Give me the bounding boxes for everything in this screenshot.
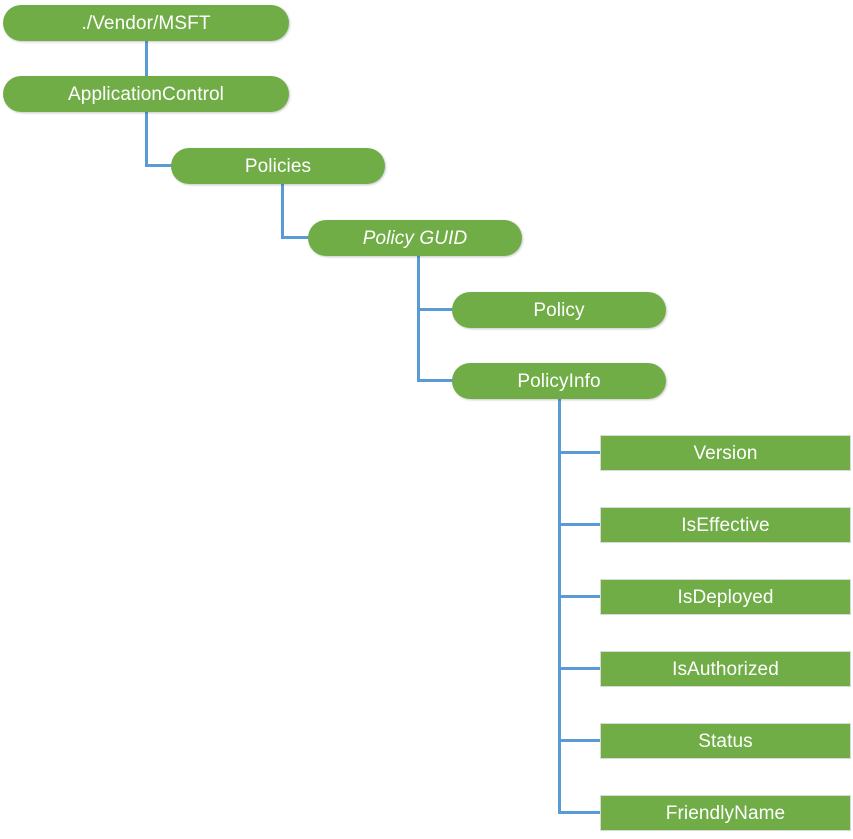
connector-policyinfo-down bbox=[558, 399, 561, 814]
connector-policyinfo-to-isdeployed bbox=[558, 595, 602, 598]
connector-policies-to-policyguid bbox=[281, 236, 310, 239]
connector-policyinfo-to-iseffective bbox=[558, 523, 602, 526]
node-policyinfo[interactable]: PolicyInfo bbox=[452, 363, 666, 399]
connector-policyguid-down bbox=[417, 256, 420, 382]
node-isdeployed[interactable]: IsDeployed bbox=[600, 579, 851, 615]
connector-policyinfo-to-isauthorized bbox=[558, 667, 602, 670]
connector-appcontrol-down bbox=[145, 112, 148, 166]
node-iseffective[interactable]: IsEffective bbox=[600, 507, 851, 543]
connector-appcontrol-to-policies bbox=[145, 164, 173, 167]
node-policy[interactable]: Policy bbox=[452, 292, 666, 328]
node-policies[interactable]: Policies bbox=[171, 148, 385, 184]
node-version[interactable]: Version bbox=[600, 435, 851, 471]
connector-policyinfo-to-status bbox=[558, 739, 602, 742]
node-appcontrol[interactable]: ApplicationControl bbox=[3, 76, 289, 112]
node-isauthorized[interactable]: IsAuthorized bbox=[600, 651, 851, 687]
connector-vendor-to-appcontrol bbox=[145, 41, 148, 76]
node-policyguid[interactable]: Policy GUID bbox=[308, 220, 522, 256]
node-status[interactable]: Status bbox=[600, 723, 851, 759]
connector-policyguid-to-policyinfo bbox=[417, 379, 454, 382]
connector-policyguid-to-policy bbox=[417, 308, 454, 311]
connector-policyinfo-to-version bbox=[558, 451, 602, 454]
connector-policyinfo-to-friendlyname bbox=[558, 811, 602, 814]
node-friendlyname[interactable]: FriendlyName bbox=[600, 795, 851, 831]
node-vendor[interactable]: ./Vendor/MSFT bbox=[3, 5, 289, 41]
connector-policies-down bbox=[281, 184, 284, 238]
